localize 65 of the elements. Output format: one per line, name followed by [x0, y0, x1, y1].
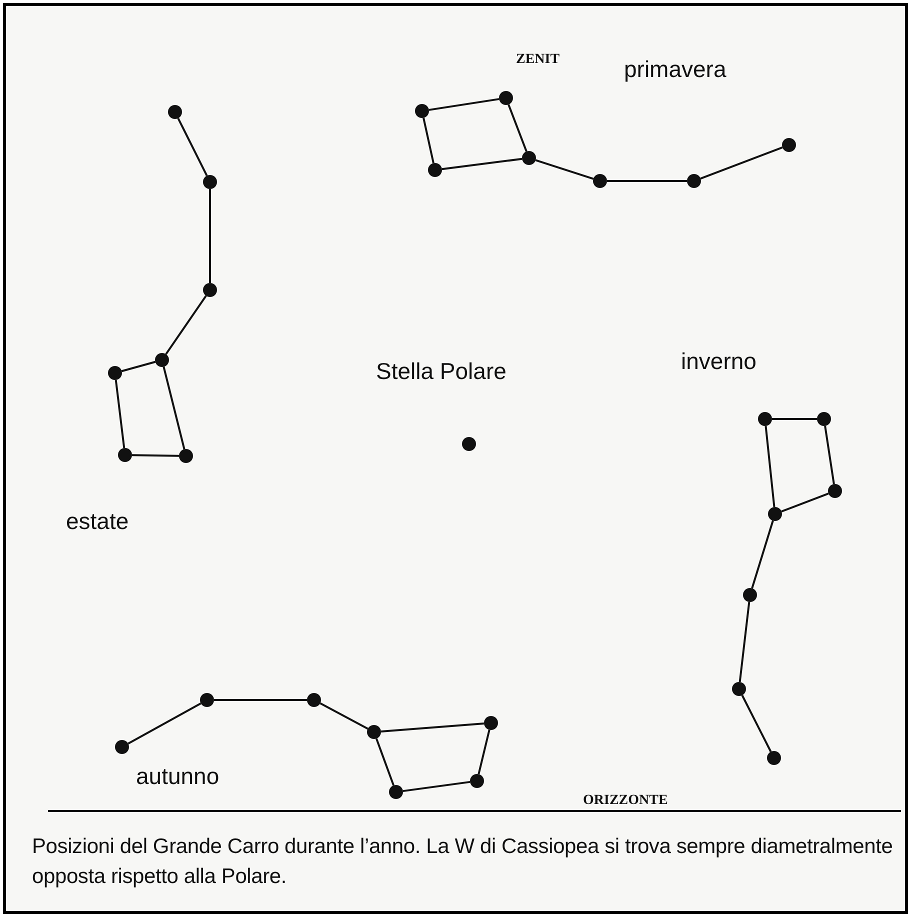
- star-dot: [389, 785, 403, 799]
- constellation-line: [442, 158, 522, 170]
- star-dot: [758, 412, 772, 426]
- star-dot: [828, 484, 842, 498]
- constellation-line: [764, 426, 776, 508]
- constellation-line: [738, 602, 750, 682]
- star-dot: [522, 151, 536, 165]
- direction-label: ZENIT: [516, 52, 560, 68]
- constellation-line: [162, 366, 186, 450]
- star-dot: [499, 91, 513, 105]
- constellation-line: [422, 118, 434, 164]
- star-dot: [767, 751, 781, 765]
- star-dot: [415, 104, 429, 118]
- constellation-line: [165, 295, 207, 355]
- constellation-line: [128, 702, 202, 744]
- constellation-line: [741, 694, 772, 752]
- constellation-line: [700, 146, 783, 180]
- constellation-line: [751, 520, 774, 589]
- constellation-line: [375, 738, 395, 786]
- constellation-line: [402, 780, 470, 792]
- star-dot: [743, 588, 757, 602]
- star-name: Stella Polare: [376, 358, 506, 385]
- season-label: estate: [66, 508, 129, 535]
- star-dot: [168, 105, 182, 119]
- star-dot: [687, 174, 701, 188]
- constellation-line: [824, 426, 835, 484]
- constellation-line: [380, 722, 484, 732]
- star-dot: [593, 174, 607, 188]
- constellation-line: [209, 189, 211, 283]
- constellation-line: [428, 98, 500, 111]
- constellation-line: [508, 104, 528, 152]
- star-dot: [462, 437, 476, 451]
- constellation-line: [781, 492, 829, 512]
- constellation-line: [132, 454, 180, 457]
- star-dot: [155, 353, 169, 367]
- constellation-line: [535, 159, 594, 180]
- constellation-line: [214, 699, 307, 701]
- star-dot: [428, 163, 442, 177]
- star-dot: [307, 693, 321, 707]
- direction-label: ORIZZONTE: [583, 793, 668, 809]
- star-dot: [203, 175, 217, 189]
- season-label: inverno: [681, 348, 756, 375]
- constellation-line: [772, 418, 817, 420]
- constellation-line: [478, 730, 490, 774]
- star-dot: [200, 693, 214, 707]
- star-dot: [108, 366, 122, 380]
- constellation-line: [114, 380, 126, 448]
- star-dot: [782, 138, 796, 152]
- star-dot: [732, 682, 746, 696]
- star-dot: [115, 740, 129, 754]
- caption: Posizioni del Grande Carro durante l’anno. La W di Cassiopea si trova sempre diametralmente opposta rispetto alla Polare.: [32, 834, 894, 890]
- star-dot: [179, 449, 193, 463]
- star-dot: [203, 283, 217, 297]
- constellation-line: [607, 180, 687, 182]
- constellation-line: [177, 118, 208, 176]
- star-dot: [470, 774, 484, 788]
- star-dot: [768, 507, 782, 521]
- season-label: primavera: [624, 56, 726, 83]
- star-dot: [484, 716, 498, 730]
- star-dot: [817, 412, 831, 426]
- season-label: autunno: [136, 763, 220, 790]
- constellation-line: [121, 360, 156, 372]
- star-dot: [367, 725, 381, 739]
- star-dot: [118, 448, 132, 462]
- constellation-line: [320, 702, 368, 730]
